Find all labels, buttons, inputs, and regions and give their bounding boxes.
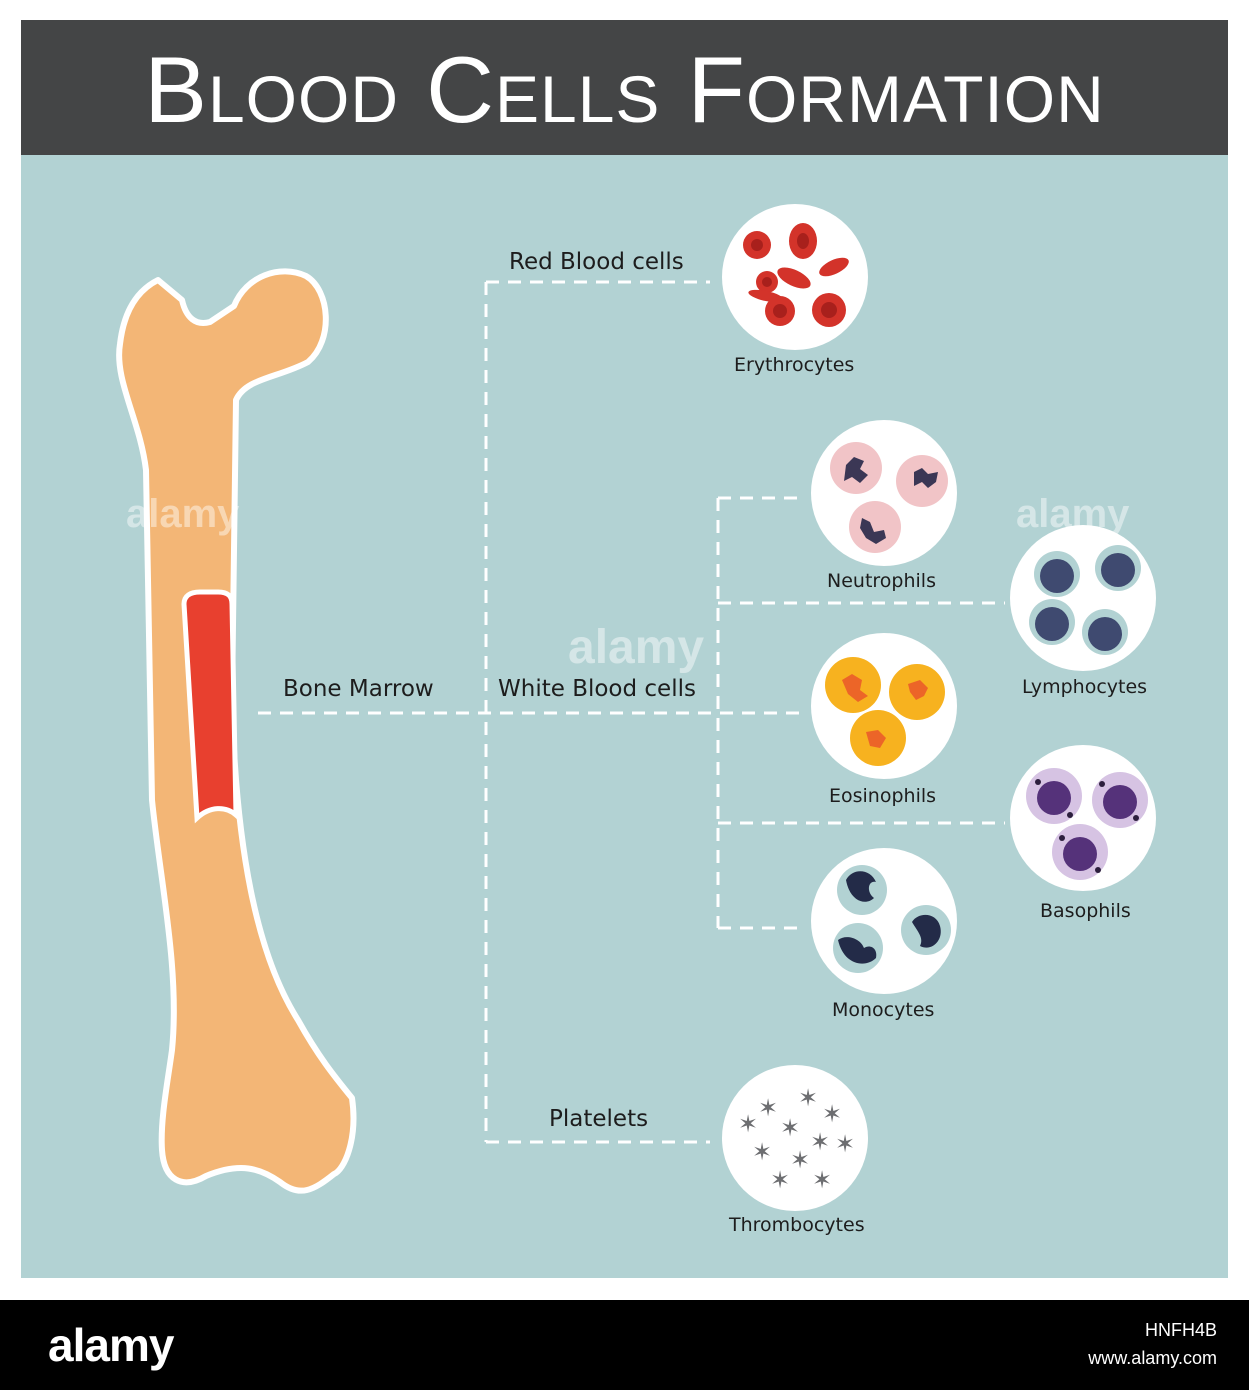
svg-text:✶: ✶ bbox=[780, 1114, 800, 1142]
svg-text:✶: ✶ bbox=[770, 1166, 790, 1194]
basophils-circle bbox=[1010, 745, 1156, 891]
footer-image-id: HNFH4B bbox=[1144, 1320, 1217, 1340]
femur-bone-illustration bbox=[116, 268, 357, 1194]
footer-logo: alamy bbox=[48, 1319, 174, 1371]
svg-text:✶: ✶ bbox=[758, 1094, 778, 1122]
watermark: alamy bbox=[126, 492, 240, 536]
eosinophils-circle bbox=[811, 633, 957, 779]
watermark: alamy bbox=[1016, 492, 1130, 536]
label-lymphocytes: Lymphocytes bbox=[1022, 676, 1148, 698]
title-bar: Blood Cells Formation bbox=[21, 20, 1228, 155]
svg-text:✶: ✶ bbox=[822, 1100, 842, 1128]
svg-text:✶: ✶ bbox=[835, 1130, 855, 1158]
lymphocytes-circle bbox=[1010, 525, 1156, 671]
svg-text:✶: ✶ bbox=[798, 1084, 818, 1112]
monocytes-circle bbox=[811, 848, 957, 994]
label-red-blood-cells: Red Blood cells bbox=[509, 249, 684, 275]
thrombocytes-circle: ✶✶✶ ✶✶✶ ✶✶✶ ✶✶ bbox=[722, 1065, 868, 1211]
label-white-blood-cells: White Blood cells bbox=[498, 676, 696, 702]
label-basophils: Basophils bbox=[1040, 900, 1131, 922]
watermark: alamy bbox=[568, 621, 705, 674]
footer-url: www.alamy.com bbox=[1088, 1348, 1217, 1368]
label-neutrophils: Neutrophils bbox=[827, 570, 936, 592]
connector-lines bbox=[258, 280, 1005, 1144]
svg-text:✶: ✶ bbox=[812, 1166, 832, 1194]
erythrocytes-circle bbox=[722, 204, 868, 350]
label-monocytes: Monocytes bbox=[832, 999, 935, 1021]
svg-text:✶: ✶ bbox=[752, 1138, 772, 1166]
svg-text:✶: ✶ bbox=[810, 1128, 830, 1156]
label-platelets: Platelets bbox=[549, 1106, 649, 1132]
label-thrombocytes: Thrombocytes bbox=[729, 1214, 865, 1236]
label-eosinophils: Eosinophils bbox=[829, 785, 937, 807]
footer-bar bbox=[0, 1300, 1249, 1390]
page-title: Blood Cells Formation bbox=[144, 37, 1105, 142]
neutrophils-circle bbox=[811, 420, 957, 566]
marrow-cavity bbox=[181, 589, 239, 824]
label-bone-marrow: Bone Marrow bbox=[283, 676, 434, 702]
svg-text:✶: ✶ bbox=[790, 1146, 810, 1174]
femur-bone bbox=[116, 268, 357, 1194]
svg-text:✶: ✶ bbox=[738, 1110, 758, 1138]
label-erythrocytes: Erythrocytes bbox=[734, 354, 855, 376]
